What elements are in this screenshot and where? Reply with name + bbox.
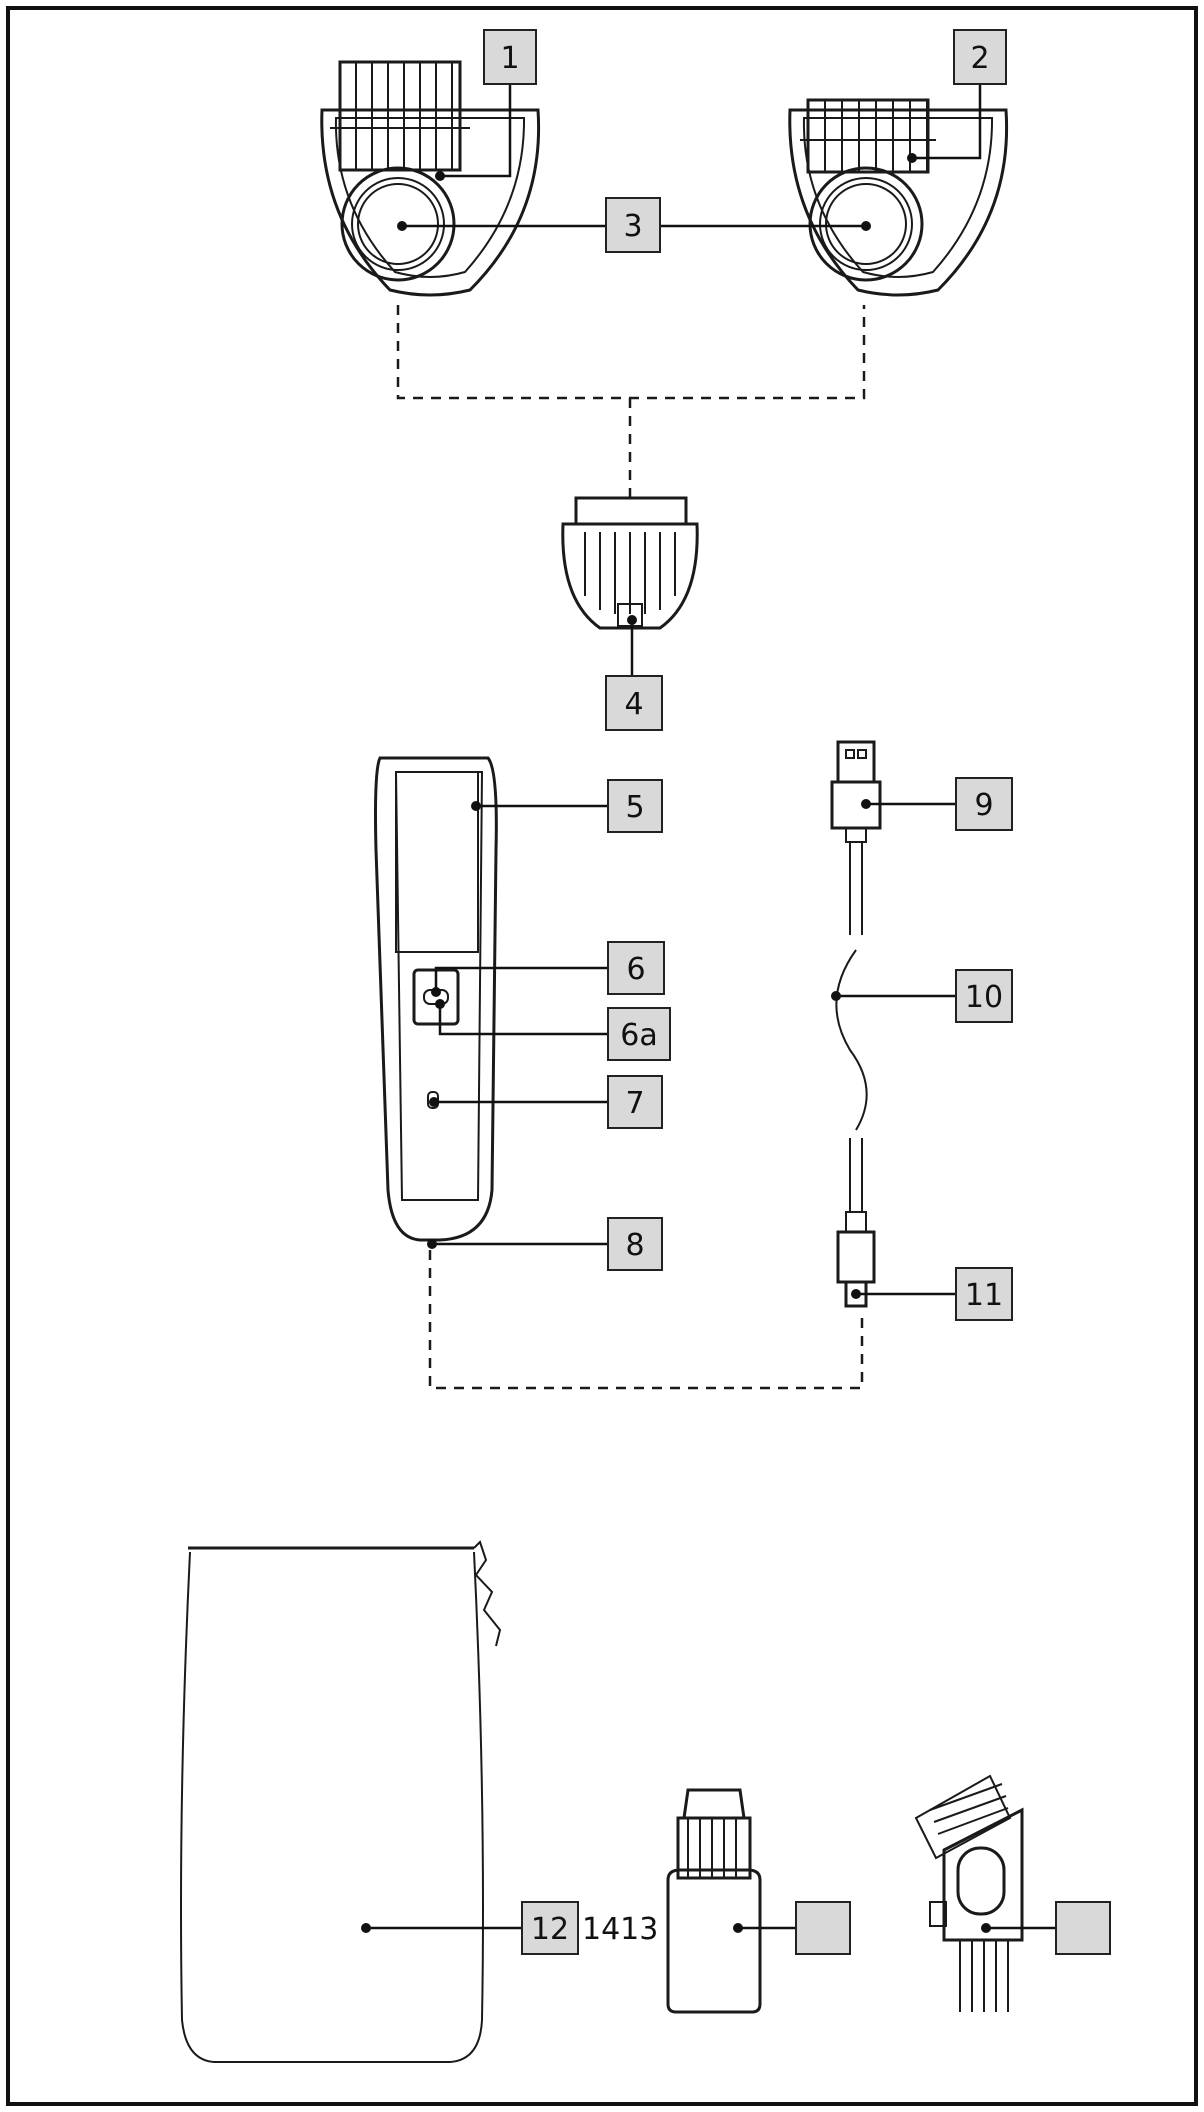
label-3: 3	[623, 209, 642, 244]
blade-head	[561, 496, 699, 630]
callout-8: 8	[427, 1217, 663, 1271]
clipper-body	[374, 756, 498, 1242]
connector-combs	[396, 305, 866, 400]
frame-border	[6, 6, 1198, 2106]
callout-6a: 6a	[435, 999, 671, 1061]
label-6a: 6a	[620, 1018, 657, 1053]
callout-6: 6	[431, 941, 665, 997]
comb-attachment-2	[788, 98, 1009, 297]
label-1: 1	[500, 41, 519, 76]
label-6: 6	[626, 952, 645, 987]
callout-1: 1	[435, 29, 537, 181]
callout-oil-bottle	[733, 1901, 851, 1955]
label-7: 7	[625, 1086, 644, 1121]
label-1413: 1413	[582, 1912, 658, 1947]
cleaning-brush	[914, 1774, 1024, 2012]
label-2: 2	[970, 41, 989, 76]
comb-attachment-1	[320, 60, 541, 297]
label-9: 9	[974, 788, 993, 823]
label-10: 10	[965, 980, 1003, 1015]
callout-11: 11	[851, 1267, 1013, 1321]
storage-pouch	[180, 1540, 502, 2063]
callout-2: 2	[907, 29, 1007, 163]
label-11: 11	[965, 1278, 1003, 1313]
label-5: 5	[625, 790, 644, 825]
callout-7: 7	[429, 1075, 663, 1129]
callout-3: 3	[397, 197, 871, 253]
usb-cable	[830, 740, 882, 1308]
callout-5: 5	[471, 779, 663, 833]
label-12: 12	[531, 1912, 569, 1947]
label-4: 4	[624, 687, 643, 722]
callout-brush	[981, 1901, 1111, 1955]
callout-9: 9	[861, 777, 1013, 831]
label-8: 8	[625, 1228, 644, 1263]
callout-12: 12 1413	[361, 1901, 658, 1955]
callout-4: 4	[605, 615, 663, 731]
callout-10: 10	[831, 969, 1013, 1023]
oil-bottle	[666, 1788, 762, 2014]
